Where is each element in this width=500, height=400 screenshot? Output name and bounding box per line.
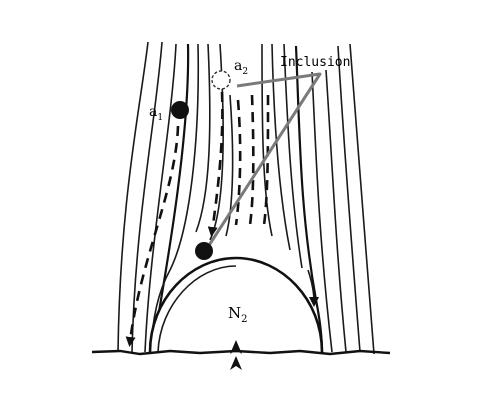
flow-line <box>271 43 291 251</box>
bubble-side-arrow <box>307 269 319 307</box>
substrate-surface <box>91 349 391 356</box>
a2-trajectory-arrow <box>207 91 224 237</box>
bubble-label: N2 <box>228 304 248 325</box>
flow-line <box>311 71 333 353</box>
particle-a1 <box>171 101 189 119</box>
bubble-contour-line <box>157 265 237 353</box>
flow-line <box>117 41 149 353</box>
flow-line <box>325 69 347 353</box>
inclusion-label: Inclusion <box>280 55 350 70</box>
a1-trajectory-arrow <box>125 125 180 347</box>
inclusion-pointer-line <box>204 72 322 251</box>
particle-a2 <box>211 70 231 90</box>
flow-line <box>131 41 163 353</box>
label-a1: a1 <box>149 104 163 123</box>
dashed-streamlines <box>234 94 270 226</box>
flow-line <box>349 43 375 355</box>
dashed-streamline <box>262 94 270 226</box>
flow-line <box>261 43 273 237</box>
dashed-streamline <box>234 99 242 226</box>
label-a2: a2 <box>234 58 248 77</box>
gas-injection-arrow <box>230 340 242 370</box>
attached-inclusion-particle <box>195 242 213 260</box>
flow-line <box>337 45 361 353</box>
dashed-streamline <box>248 94 255 226</box>
flow-line <box>150 43 200 353</box>
flow-line <box>195 43 211 233</box>
flow-line <box>144 43 177 353</box>
flow-line <box>225 94 234 237</box>
